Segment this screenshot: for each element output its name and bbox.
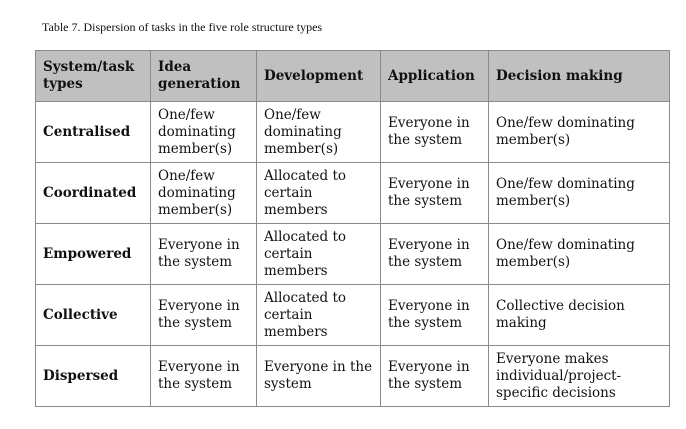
cell-system-type: Collective	[35, 284, 151, 346]
cell-decision-making: Everyone makes individual/project-specif…	[488, 345, 670, 407]
cell-application: Everyone in the system	[380, 284, 489, 346]
cell-decision-making: One/few dominating member(s)	[488, 223, 670, 285]
cell-idea-generation: One/few dominating member(s)	[150, 162, 257, 224]
cell-development: Everyone in the system	[256, 345, 381, 407]
cell-system-type: Dispersed	[35, 345, 151, 407]
cell-development: Allocated to certain members	[256, 284, 381, 346]
header-idea-generation: Idea generation	[150, 50, 257, 102]
header-development: Development	[256, 50, 381, 102]
cell-idea-generation: Everyone in the system	[150, 223, 257, 285]
header-application: Application	[380, 50, 489, 102]
table-header-row: System/task types Idea generation Develo…	[35, 50, 670, 102]
cell-application: Everyone in the system	[380, 101, 489, 163]
cell-system-type: Centralised	[35, 101, 151, 163]
cell-system-type: Coordinated	[35, 162, 151, 224]
cell-decision-making: Collective decision making	[488, 284, 670, 346]
header-system-task-types: System/task types	[35, 50, 151, 102]
cell-development: Allocated to certain members	[256, 162, 381, 224]
cell-application: Everyone in the system	[380, 223, 489, 285]
header-decision-making: Decision making	[488, 50, 670, 102]
cell-decision-making: One/few dominating member(s)	[488, 162, 670, 224]
cell-idea-generation: One/few dominating member(s)	[150, 101, 257, 163]
role-structure-table: System/task types Idea generation Develo…	[35, 50, 670, 407]
table-caption: Table 7. Dispersion of tasks in the five…	[42, 20, 323, 34]
cell-idea-generation: Everyone in the system	[150, 284, 257, 346]
cell-development: Allocated to certain members	[256, 223, 381, 285]
cell-development: One/few dominating member(s)	[256, 101, 381, 163]
cell-application: Everyone in the system	[380, 162, 489, 224]
cell-application: Everyone in the system	[380, 345, 489, 407]
cell-system-type: Empowered	[35, 223, 151, 285]
cell-idea-generation: Everyone in the system	[150, 345, 257, 407]
cell-decision-making: One/few dominating member(s)	[488, 101, 670, 163]
